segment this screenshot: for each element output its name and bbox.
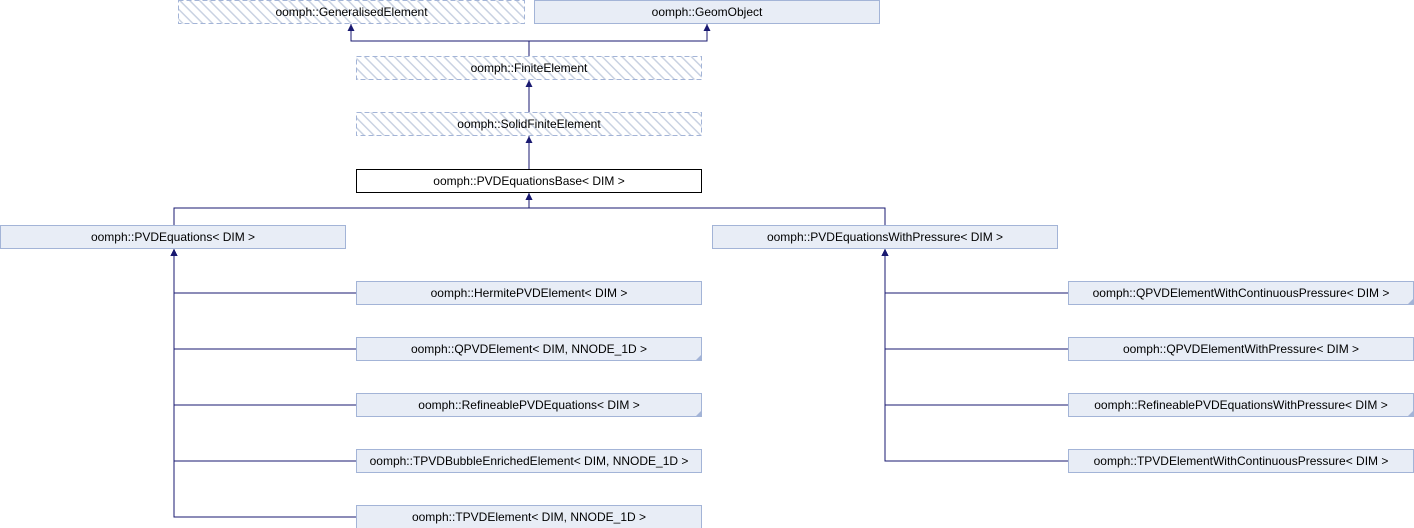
class-box	[356, 337, 702, 361]
class-node-qpvd-element-with-pressure[interactable]: oomph::QPVDElementWithPressure< DIM >	[1068, 337, 1414, 361]
inheritance-edge-qpvd_element_with_continuous_pressure-to-pvd_equations_with_pressure	[881, 249, 1068, 294]
class-label: oomph::HermitePVDElement< DIM >	[431, 286, 628, 300]
class-box	[178, 0, 525, 24]
inheritance-edge-tpvd_element_with_continuous_pressure-to-pvd_equations_with_pressure	[881, 249, 1068, 462]
class-node-finite-element[interactable]: oomph::FiniteElement	[356, 56, 702, 80]
class-box	[356, 393, 702, 417]
class-label: oomph::GeneralisedElement	[275, 5, 428, 19]
class-box	[356, 112, 702, 136]
class-box	[356, 169, 702, 193]
class-box	[356, 449, 702, 473]
class-box	[356, 281, 702, 305]
class-label: oomph::RefineablePVDEquationsWithPressur…	[1094, 398, 1387, 412]
class-label: oomph::PVDEquationsBase< DIM >	[433, 174, 624, 188]
class-label: oomph::QPVDElementWithContinuousPressure…	[1093, 286, 1390, 300]
class-node-geom-object[interactable]: oomph::GeomObject	[534, 0, 880, 24]
truncated-marker-icon	[695, 410, 702, 417]
class-box	[0, 225, 346, 249]
class-label: oomph::QPVDElementWithPressure< DIM >	[1123, 342, 1359, 356]
class-node-pvd-equations[interactable]: oomph::PVDEquations< DIM >	[0, 225, 346, 249]
class-node-refineable-pvd-equations-with-pressure[interactable]: oomph::RefineablePVDEquationsWithPressur…	[1068, 393, 1414, 417]
class-node-qpvd-element-with-continuous-pressure[interactable]: oomph::QPVDElementWithContinuousPressure…	[1068, 281, 1414, 305]
inheritance-edge-tpvd_element-to-pvd_equations	[170, 249, 356, 518]
class-node-hermite-pvd-element[interactable]: oomph::HermitePVDElement< DIM >	[356, 281, 702, 305]
inheritance-edge-finite_element-to-generalised_element	[347, 24, 530, 56]
class-label: oomph::GeomObject	[652, 5, 763, 19]
class-node-qpvd-element[interactable]: oomph::QPVDElement< DIM, NNODE_1D >	[356, 337, 702, 361]
class-node-tpvd-element[interactable]: oomph::TPVDElement< DIM, NNODE_1D >	[356, 505, 702, 528]
class-label: oomph::QPVDElement< DIM, NNODE_1D >	[411, 342, 647, 356]
edges-layer	[170, 24, 1068, 518]
class-label: oomph::RefineablePVDEquations< DIM >	[418, 398, 639, 412]
inheritance-edge-qpvd_element_with_pressure-to-pvd_equations_with_pressure	[881, 249, 1068, 350]
inheritance-edge-hermite_pvd_element-to-pvd_equations	[170, 249, 356, 294]
truncated-marker-icon	[1407, 298, 1414, 305]
inheritance-edge-qpvd_element-to-pvd_equations	[170, 249, 356, 350]
class-box	[712, 225, 1058, 249]
inheritance-edge-refineable_pvd_equations-to-pvd_equations	[170, 249, 356, 406]
class-box	[356, 56, 702, 80]
class-node-tpvd-element-with-continuous-pressure[interactable]: oomph::TPVDElementWithContinuousPressure…	[1068, 449, 1414, 473]
class-label: oomph::TPVDBubbleEnrichedElement< DIM, N…	[370, 454, 689, 468]
inheritance-edge-pvd_equations-to-pvd_equations_base	[173, 193, 533, 225]
inheritance-edge-finite_element-to-geom_object	[528, 24, 711, 56]
class-node-pvd-equations-with-pressure[interactable]: oomph::PVDEquationsWithPressure< DIM >	[712, 225, 1058, 249]
class-label: oomph::PVDEquations< DIM >	[91, 230, 255, 244]
class-label: oomph::TPVDElement< DIM, NNODE_1D >	[412, 510, 646, 524]
class-node-tpvd-bubble-enriched-element[interactable]: oomph::TPVDBubbleEnrichedElement< DIM, N…	[356, 449, 702, 473]
class-label: oomph::PVDEquationsWithPressure< DIM >	[767, 230, 1003, 244]
truncated-marker-icon	[695, 354, 702, 361]
class-node-solid-finite-element[interactable]: oomph::SolidFiniteElement	[356, 112, 702, 136]
class-node-refineable-pvd-equations[interactable]: oomph::RefineablePVDEquations< DIM >	[356, 393, 702, 417]
class-label: oomph::SolidFiniteElement	[457, 117, 601, 131]
truncated-marker-icon	[1407, 410, 1414, 417]
inheritance-edge-refineable_pvd_equations_with_pressure-to-pvd_equations_with_pressure	[881, 249, 1068, 406]
class-box	[534, 0, 880, 24]
inheritance-edge-pvd_equations_with_pressure-to-pvd_equations_base	[525, 193, 886, 225]
class-label: oomph::FiniteElement	[471, 61, 588, 75]
class-node-pvd-equations-base: oomph::PVDEquationsBase< DIM >	[356, 169, 702, 193]
class-node-generalised-element[interactable]: oomph::GeneralisedElement	[178, 0, 525, 24]
class-box	[356, 505, 702, 528]
inheritance-edge-tpvd_bubble_enriched_element-to-pvd_equations	[170, 249, 356, 462]
class-label: oomph::TPVDElementWithContinuousPressure…	[1094, 454, 1389, 468]
